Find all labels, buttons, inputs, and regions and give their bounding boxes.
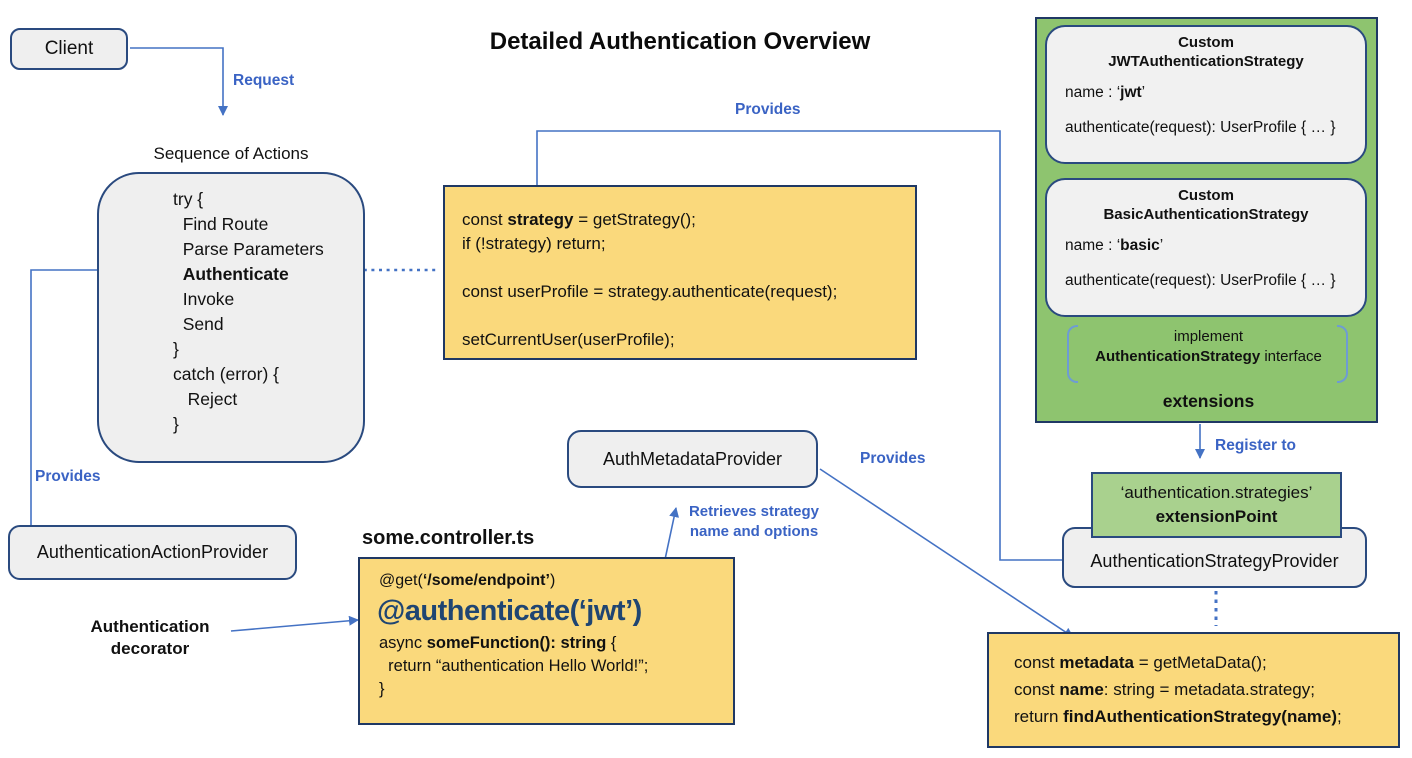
metadata-code-box: const metadata = getMetaData();const nam… <box>987 632 1400 748</box>
jwt-card-title-line2: JWTAuthenticationStrategy <box>1108 53 1304 70</box>
jwt-card-title-line1: Custom <box>1178 34 1234 51</box>
extensions-panel: Custom JWTAuthenticationStrategy name : … <box>1035 17 1378 423</box>
page-title: Detailed Authentication Overview <box>489 28 871 55</box>
provides-top-label: Provides <box>735 101 801 118</box>
controller-code-box: @get(‘/some/endpoint’) @authenticate(‘jw… <box>358 557 735 725</box>
client-label: Client <box>44 38 94 59</box>
authentication-decorator-line2: decorator <box>110 639 190 658</box>
jwt-strategy-card: Custom JWTAuthenticationStrategy name : … <box>1045 25 1367 164</box>
jwt-card-method: authenticate(request): UserProfile { … } <box>1065 119 1336 136</box>
basic-card-method: authenticate(request): UserProfile { … } <box>1065 272 1336 289</box>
basic-card-title-line2: BasicAuthenticationStrategy <box>1103 206 1309 223</box>
implement-bracket-left <box>1067 325 1078 383</box>
authentication-action-provider-label: AuthenticationActionProvider <box>36 542 269 562</box>
auth-metadata-provider-box: AuthMetadataProvider <box>567 430 818 488</box>
request-connector <box>130 47 228 116</box>
provides-left-label: Provides <box>35 468 101 485</box>
controller-authenticate-decorator: @authenticate(‘jwt’) <box>377 595 642 627</box>
jwt-card-name: name : ‘jwt’ <box>1065 84 1146 101</box>
extensions-footer-label: extensions <box>1162 391 1255 411</box>
controller-return-statement: return “authentication Hello World!”; <box>379 657 649 675</box>
client-box: Client <box>10 28 128 70</box>
extension-point-box: ‘authentication.strategies’ extensionPoi… <box>1091 472 1342 538</box>
authentication-strategy-provider-label: AuthenticationStrategyProvider <box>1090 551 1339 571</box>
metadata-provides-connector <box>819 468 1074 638</box>
decorator-connector <box>230 615 359 632</box>
sequence-box: try { Find Route Parse Parameters Authen… <box>97 172 365 463</box>
basic-strategy-card: Custom BasicAuthenticationStrategy name … <box>1045 178 1367 317</box>
authentication-action-provider-box: AuthenticationActionProvider <box>8 525 297 580</box>
basic-card-title-line1: Custom <box>1178 187 1234 204</box>
authentication-decorator-label: Authentication decorator <box>70 616 230 660</box>
extension-point-label: extensionPoint <box>1155 507 1278 526</box>
basic-card-name: name : ‘basic’ <box>1065 237 1164 254</box>
controller-closing-brace: } <box>379 680 385 698</box>
strategy-code-box: const strategy = getStrategy();if (!stra… <box>443 185 917 360</box>
controller-function-signature: async someFunction(): string { <box>379 634 617 652</box>
auth-metadata-provider-label: AuthMetadataProvider <box>602 448 783 469</box>
authentication-decorator-line1: Authentication <box>90 617 210 636</box>
provides-mid-label: Provides <box>860 450 926 467</box>
request-label: Request <box>233 72 295 89</box>
register-to-label: Register to <box>1215 437 1296 454</box>
controller-get-decorator: @get(‘/some/endpoint’) <box>379 572 556 589</box>
extension-point-name: ‘authentication.strategies’ <box>1120 483 1313 502</box>
controller-filename-label: some.controller.ts <box>362 527 535 549</box>
sequence-title: Sequence of Actions <box>153 144 309 163</box>
